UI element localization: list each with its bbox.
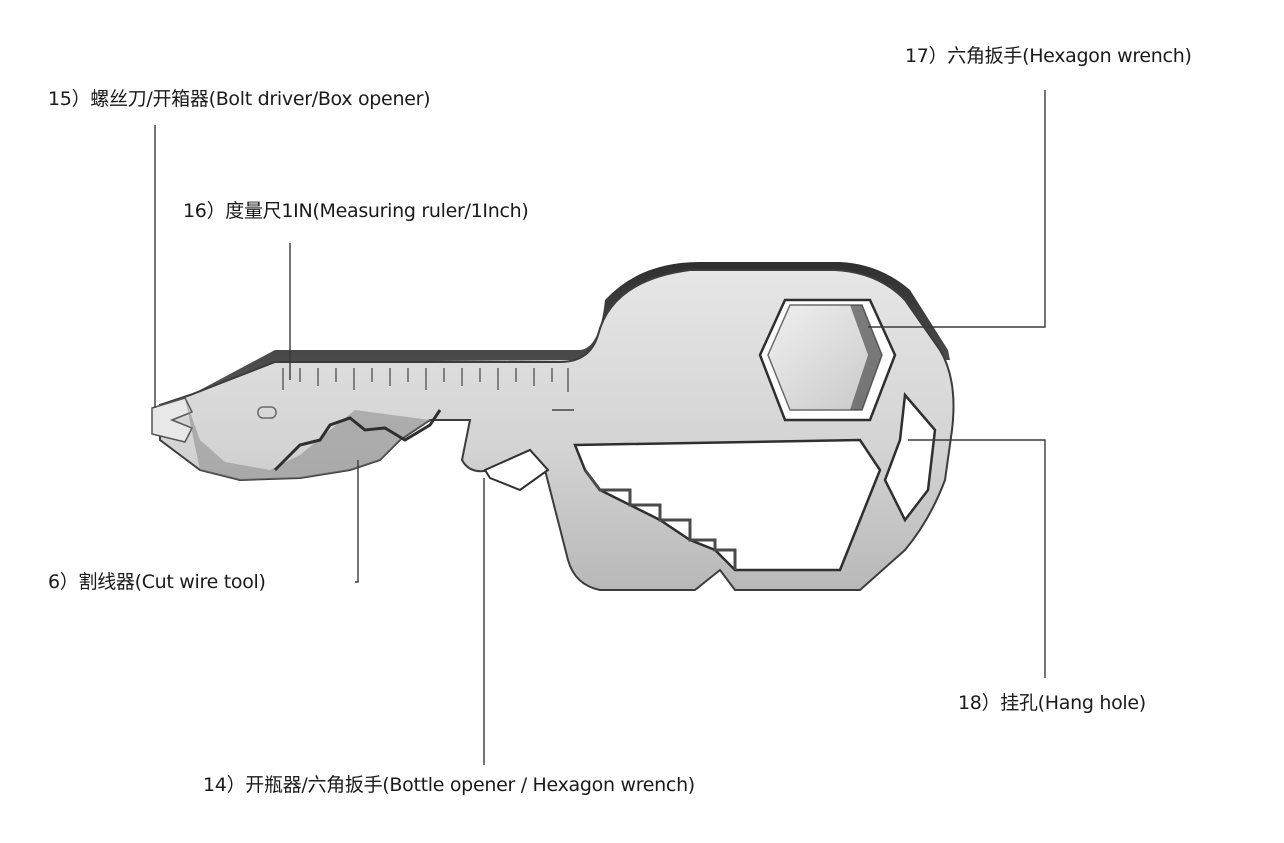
cut-slope-bevel [185, 398, 430, 480]
leader-17 [868, 90, 1046, 328]
callout-14-bottle-opener: 14）开瓶器/六角扳手(Bottle opener / Hexagon wren… [203, 774, 695, 796]
cut-wire-teeth [273, 409, 442, 472]
bottle-opener-notch [483, 448, 550, 492]
leader-6 [355, 460, 359, 583]
hex-inner-shadow [850, 305, 882, 410]
blade-slot [257, 406, 277, 419]
callout-18-hang-hole: 18）挂孔(Hang hole) [958, 692, 1146, 714]
multitool-body-icon [151, 262, 955, 591]
bottle-opener-steps [583, 469, 737, 570]
hang-hole [883, 392, 937, 523]
leader-lines [154, 90, 1046, 765]
callout-15-bolt-driver: 15）螺丝刀/开箱器(Bolt driver/Box opener) [48, 88, 431, 110]
callout-16-measuring-ruler: 16）度量尺1IN(Measuring ruler/1Inch) [183, 200, 529, 222]
callout-17-hexagon-wrench: 17）六角扳手(Hexagon wrench) [905, 45, 1192, 67]
leader-18 [908, 439, 1046, 678]
ruler-ticks [282, 368, 569, 392]
bolt-driver-tip [151, 397, 194, 443]
callout-6-cut-wire-tool: 6）割线器(Cut wire tool) [48, 571, 266, 593]
